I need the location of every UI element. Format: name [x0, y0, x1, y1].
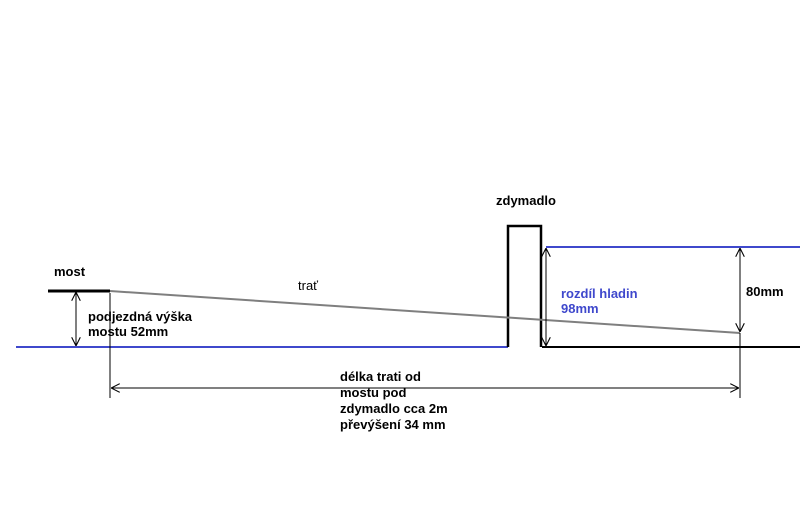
track-length-label-line4: převýšení 34 mm — [340, 417, 446, 432]
bridge-clearance-label-line2: mostu 52mm — [88, 324, 169, 339]
track-length-label-line2: mostu pod — [340, 385, 407, 400]
lock-label: zdymadlo — [496, 193, 556, 208]
bridge-clearance-label-line1: podjezdná výška — [88, 309, 193, 324]
track-length-label-line1: délka trati od — [340, 369, 421, 384]
level-difference-label-line1: rozdíl hladin — [561, 286, 638, 301]
track-label: trať — [298, 278, 319, 293]
track-length-label-line3: zdymadlo cca 2m — [340, 401, 448, 416]
80mm-label: 80mm — [746, 284, 784, 299]
lock-structure — [506, 224, 543, 347]
bridge-label: most — [54, 264, 86, 279]
level-difference-label-line2: 98mm — [561, 301, 599, 316]
track-line — [109, 290, 741, 334]
